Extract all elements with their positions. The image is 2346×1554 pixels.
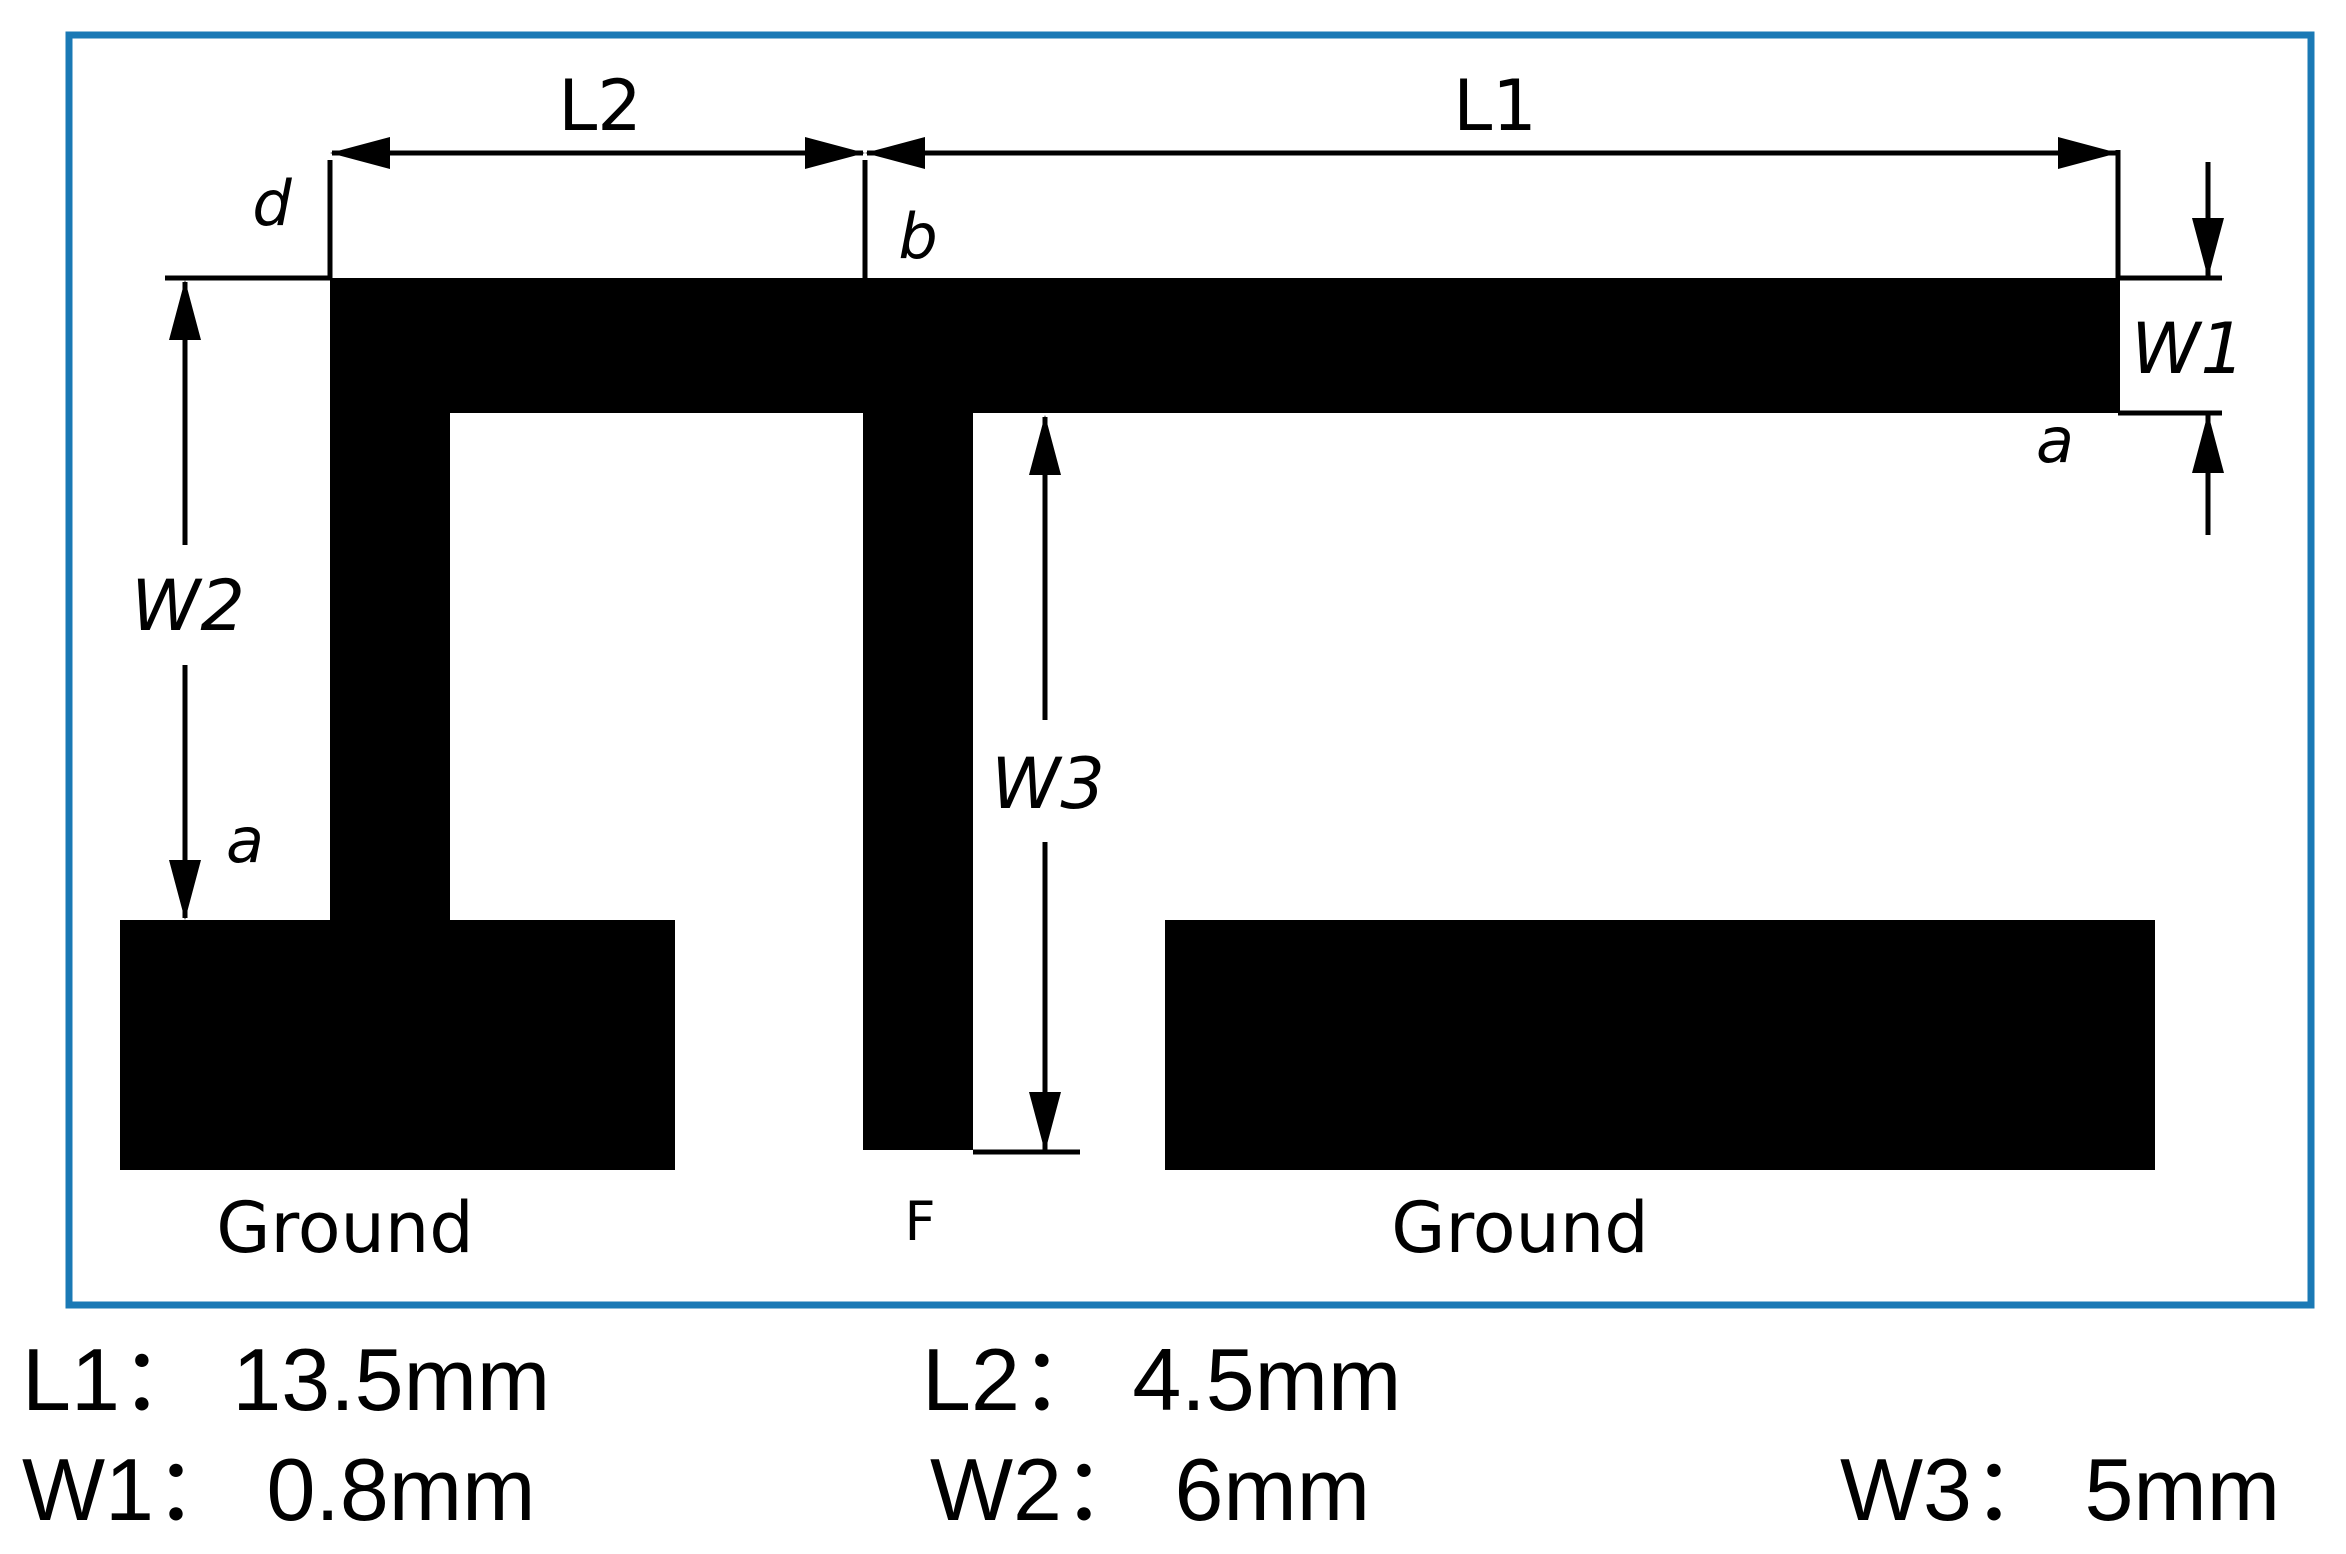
- spec-w3: W3： 5mm: [1840, 1440, 2280, 1539]
- diagram-frame: [65, 31, 2315, 1309]
- label-w1: W1: [2131, 308, 2245, 390]
- label-d: d: [252, 167, 292, 240]
- label-l1: L1: [1453, 65, 1537, 147]
- spec-w2: W2： 6mm: [930, 1440, 1370, 1539]
- label-a-right: a: [2036, 404, 2074, 477]
- top-radiating-arm: [330, 278, 2120, 413]
- antenna-traces: [120, 278, 2155, 1170]
- label-w2: W2: [131, 565, 245, 647]
- feed-line: [863, 413, 973, 1150]
- ground-plane-left: [120, 920, 675, 1170]
- spec-l1: L1： 13.5mm: [22, 1330, 550, 1429]
- shorting-arm: [330, 278, 450, 923]
- spec-l2: L2： 4.5mm: [922, 1330, 1401, 1429]
- spec-w1: W1： 0.8mm: [22, 1440, 535, 1539]
- label-ground-left: Ground: [216, 1187, 473, 1269]
- label-ground-right: Ground: [1391, 1187, 1648, 1269]
- label-l2: L2: [558, 65, 642, 147]
- dimension-lines: [165, 137, 2224, 1155]
- label-w3: W3: [991, 743, 1105, 825]
- dimension-specs: L1： 13.5mm L2： 4.5mm W1： 0.8mm W2： 6mm W…: [22, 1330, 2280, 1539]
- label-feed: F: [904, 1190, 935, 1253]
- label-b: b: [898, 200, 937, 273]
- ground-plane-right: [1165, 920, 2155, 1170]
- label-a-left: a: [226, 804, 264, 877]
